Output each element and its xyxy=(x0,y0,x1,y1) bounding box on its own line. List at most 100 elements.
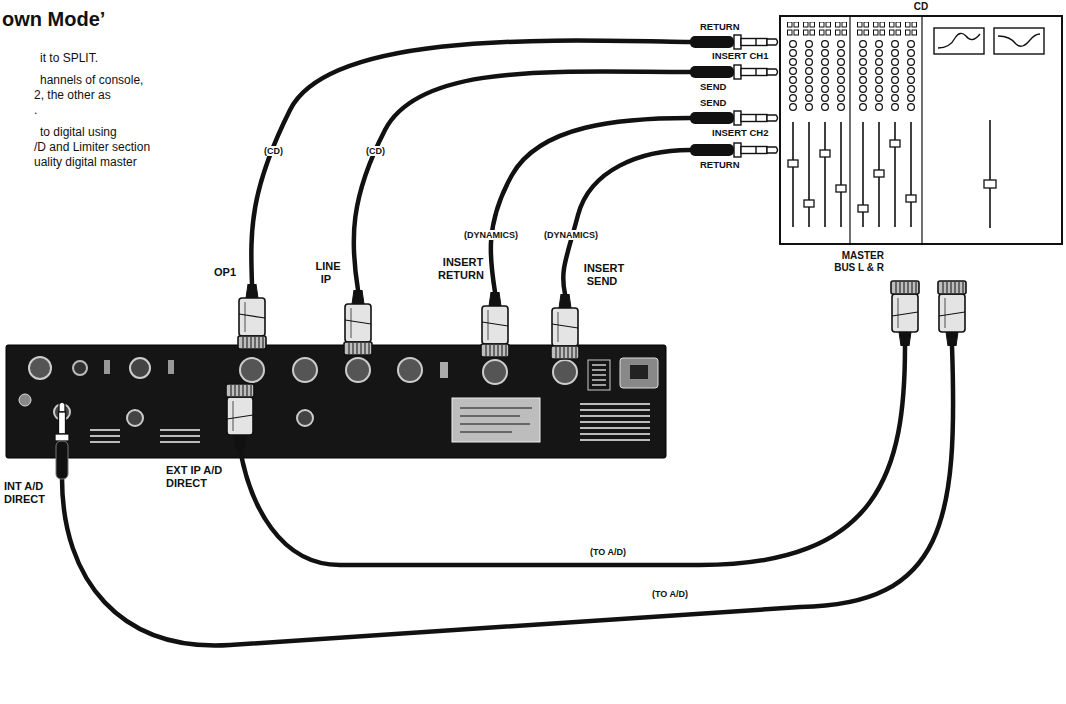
xlr-socket xyxy=(398,358,422,382)
text-fragment: to digital using xyxy=(40,125,117,139)
connector-label-box: INSERT RETURN xyxy=(436,256,488,281)
switch xyxy=(440,362,448,378)
xlr-plug xyxy=(551,294,579,359)
jack-tip xyxy=(59,402,65,412)
rear-panel xyxy=(6,345,666,458)
eq-curve xyxy=(938,33,980,48)
channel-strip xyxy=(874,22,885,227)
master-fader-cap xyxy=(984,180,996,188)
xlr-plug xyxy=(226,384,254,449)
text-fragment: 2, the other as xyxy=(34,88,111,102)
fader-cap xyxy=(804,200,814,207)
connector-label: INSERT SEND xyxy=(582,262,624,287)
fader-cap xyxy=(788,160,798,167)
jack-handle xyxy=(56,441,68,479)
console-heading: CD xyxy=(914,1,928,12)
mark xyxy=(19,394,31,406)
xlr-plug xyxy=(238,284,266,349)
fader-cap xyxy=(906,195,916,202)
text-fragment-box: . xyxy=(34,104,37,118)
vent-slits xyxy=(580,404,650,440)
eq-curve xyxy=(998,34,1040,46)
channel-strip xyxy=(788,22,799,227)
cable-end-label: INSERT CH1 xyxy=(712,50,768,61)
grille xyxy=(588,360,610,390)
console-heading-box: CD xyxy=(780,1,1062,12)
xlr-plug xyxy=(344,290,372,355)
cable-end-label: RETURN xyxy=(700,159,740,170)
console-divider xyxy=(849,16,850,244)
text-fragment-box: uality digital master xyxy=(34,156,137,170)
cable xyxy=(354,71,690,290)
cable-end-label: SEND xyxy=(700,81,726,92)
text-fragment: . xyxy=(34,103,37,117)
text-fragment-box: /D and Limiter section xyxy=(34,141,150,155)
xlr-plug xyxy=(481,292,509,357)
text-fragment: hannels of console, xyxy=(40,73,143,87)
section-heading: own Mode’ xyxy=(2,8,105,30)
fader-cap xyxy=(836,185,846,192)
jack-sleeve xyxy=(59,412,66,434)
fader-cap xyxy=(890,140,900,147)
cable-label: (TO A/D) xyxy=(588,547,628,557)
knob xyxy=(130,358,150,378)
fader-caps xyxy=(788,140,916,212)
cable-end-label-box: INSERT CH1 xyxy=(712,51,768,62)
cable xyxy=(563,150,690,294)
xlr-socket xyxy=(293,358,317,382)
fader-cap xyxy=(820,150,830,157)
cable-label-box: (CD) xyxy=(364,146,387,156)
channel-strip xyxy=(906,22,917,227)
text-fragment: it to SPLIT. xyxy=(40,51,98,65)
connector-label-box: INSERT SEND xyxy=(578,262,628,287)
connector-label-box: EXT IP A/D DIRECT xyxy=(166,464,236,489)
connector-label: EXT IP A/D DIRECT xyxy=(166,464,222,489)
fader-cap xyxy=(858,205,868,212)
power-socket xyxy=(630,365,648,379)
rating-sticker xyxy=(452,398,540,442)
connector-label: OP1 xyxy=(212,266,238,278)
master-fader-slot xyxy=(989,120,991,228)
jack-socket xyxy=(297,410,313,426)
connector-label: INSERT RETURN xyxy=(438,256,486,281)
eq-display xyxy=(934,28,984,54)
xlr-socket xyxy=(483,360,507,384)
cable-end-label-box: INSERT CH2 xyxy=(712,128,768,139)
xlr-plug xyxy=(891,281,919,346)
switch xyxy=(168,360,174,374)
jack-plug xyxy=(690,143,778,157)
cable-label-box: (DYNAMICS) xyxy=(462,230,520,240)
cable-end-label-box: SEND xyxy=(700,82,726,93)
switch xyxy=(104,360,110,374)
console-divider xyxy=(921,16,922,244)
text-fragment: /D and Limiter section xyxy=(34,140,150,154)
xlr-socket xyxy=(346,358,370,382)
xlr-plug xyxy=(938,281,966,346)
cable-end-label: RETURN xyxy=(700,21,740,32)
cable-label-box: (TO A/D) xyxy=(650,589,690,599)
connector-label-box: OP1 xyxy=(212,266,238,279)
knob xyxy=(73,361,87,375)
connector-label: LINE IP xyxy=(313,260,340,285)
cable-end-label: INSERT CH2 xyxy=(712,127,768,138)
connector-label-box: INT A/D DIRECT xyxy=(4,480,54,505)
cable-end-label-box: RETURN xyxy=(700,22,740,33)
jack-plug xyxy=(690,111,778,125)
cable-label: (CD) xyxy=(262,146,285,156)
cable-end-label-box: SEND xyxy=(700,98,726,109)
text-fragment-box: hannels of console, xyxy=(40,74,143,88)
cable xyxy=(491,118,690,292)
jack-plug xyxy=(690,35,778,49)
text-fragment-box: 2, the other as xyxy=(34,89,111,103)
jack-plug xyxy=(690,65,778,79)
text-fragment-box: it to SPLIT. xyxy=(40,52,98,66)
cable-label: (TO A/D) xyxy=(650,589,690,599)
panel-details xyxy=(19,357,658,442)
xlr-socket xyxy=(240,358,264,382)
channel-strip xyxy=(858,22,869,227)
text-fragment: uality digital master xyxy=(34,155,137,169)
cable-label-box: (TO A/D) xyxy=(588,547,628,557)
cable-label-box: (CD) xyxy=(262,146,285,156)
channel-strip xyxy=(804,22,815,227)
